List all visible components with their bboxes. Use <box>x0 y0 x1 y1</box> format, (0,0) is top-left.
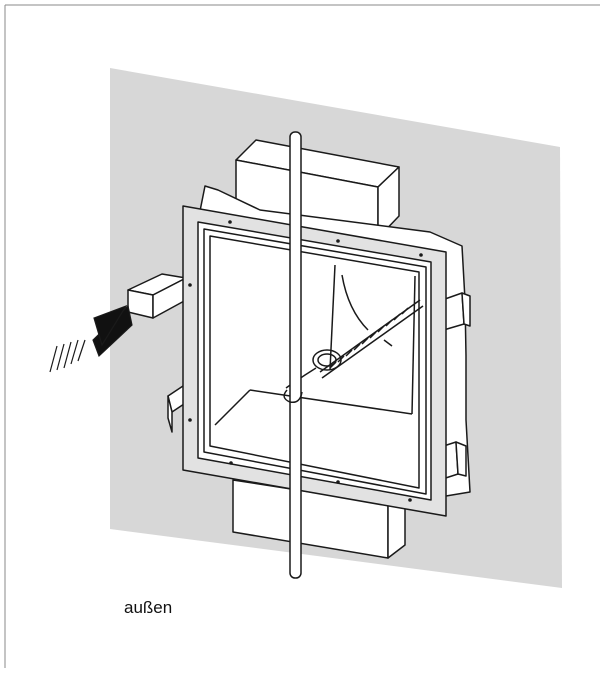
spring-mechanism <box>285 299 424 389</box>
top-timber-block <box>235 139 400 239</box>
mounting-frame <box>182 205 447 517</box>
caption-outside-label: außen <box>124 598 173 617</box>
page-border <box>4 4 600 668</box>
insertion-arrow <box>49 304 133 373</box>
vertical-rod <box>283 131 303 579</box>
left-timber-block <box>127 273 187 319</box>
duct-interior <box>214 264 416 426</box>
